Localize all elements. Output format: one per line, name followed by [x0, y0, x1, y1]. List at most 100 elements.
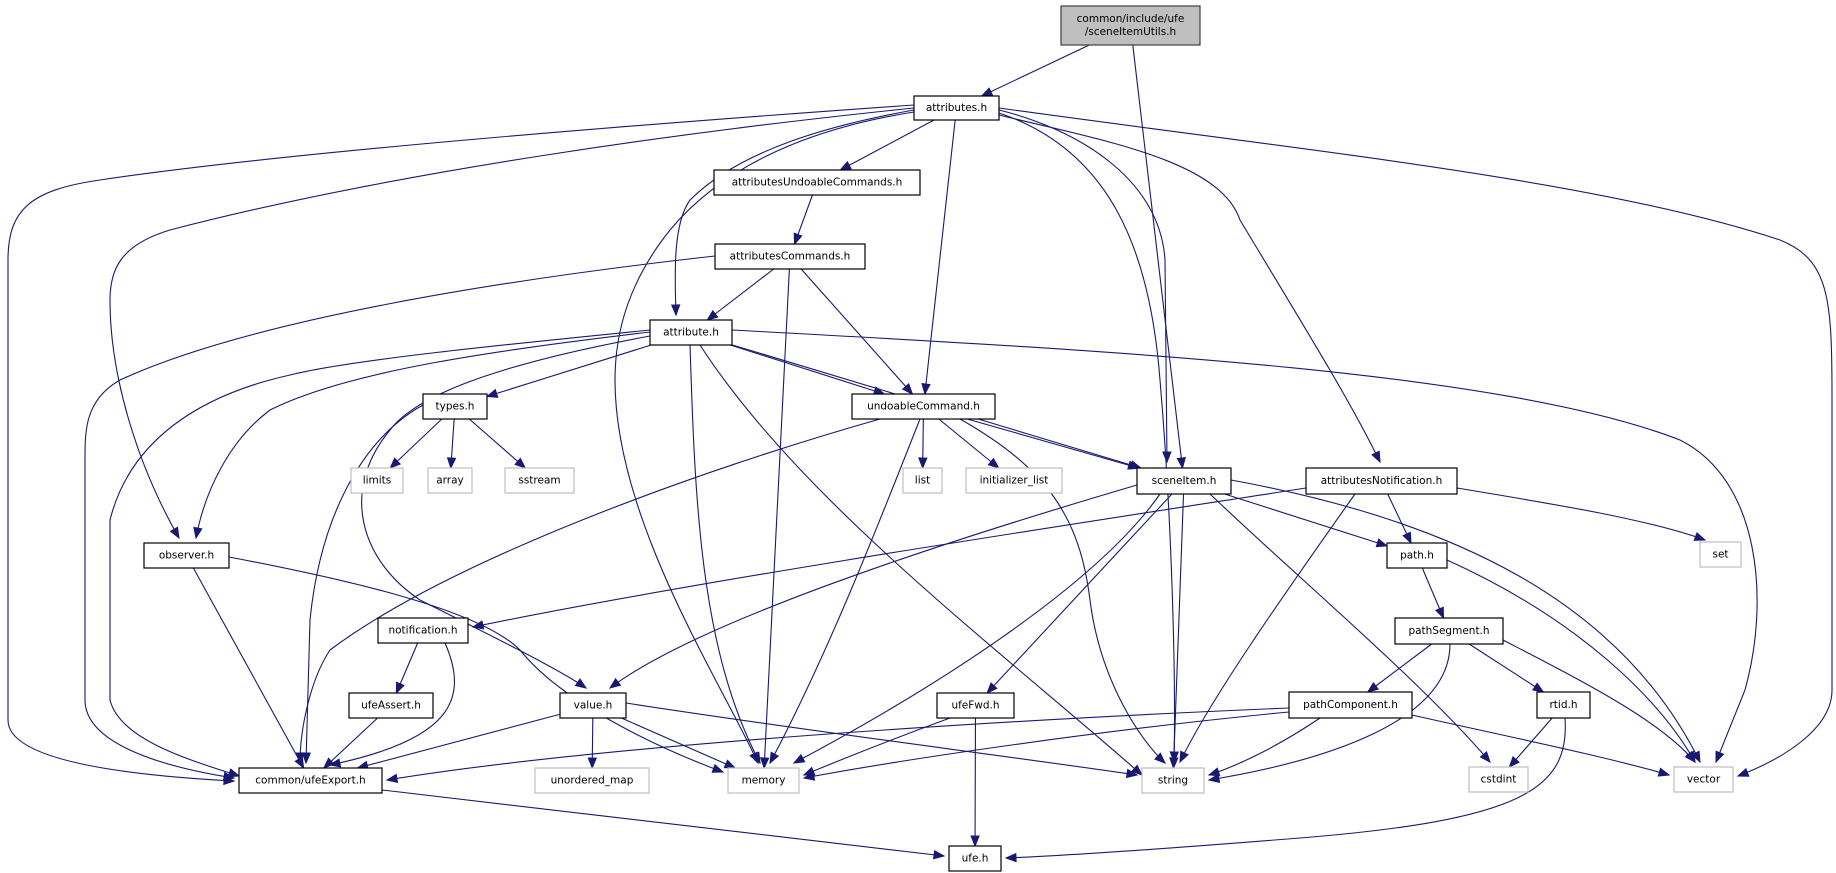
edge-observer-to-memory-line: [228, 556, 724, 773]
node-rtid[interactable]: rtid.h: [1536, 691, 1591, 719]
node-label: path.h: [1400, 550, 1434, 562]
node-box[interactable]: [1060, 5, 1201, 46]
edge-types-to-limits-line: [389, 418, 443, 469]
edge-attributesNotification-to-set-arrowhead: [1693, 531, 1707, 541]
node-box[interactable]: [1394, 617, 1504, 645]
node-box[interactable]: [143, 542, 230, 569]
node-box[interactable]: [559, 692, 627, 719]
node-cstdint: cstdint: [1468, 766, 1529, 793]
node-box[interactable]: [1305, 467, 1458, 495]
node-sceneItem[interactable]: sceneItem.h: [1136, 467, 1232, 495]
node-attributesCommands[interactable]: attributesCommands.h: [714, 243, 866, 270]
edge-pathComponent-to-ufeExport: [385, 707, 1290, 783]
edge-value-to-memory-arrowhead: [723, 759, 737, 769]
edge-value-to-unordered_map: [587, 717, 598, 770]
node-types[interactable]: types.h: [422, 393, 488, 420]
edge-attribute-to-string: [699, 344, 1144, 776]
node-pathComponent[interactable]: pathComponent.h: [1288, 691, 1413, 719]
edge-attribute-to-vector: [731, 329, 1758, 764]
node-vector: vector: [1673, 766, 1734, 793]
edge-undoableCommand-to-sceneItem-arrowhead: [1127, 460, 1140, 470]
node-box[interactable]: [1136, 467, 1232, 495]
edge-observer-to-memory-arrowhead: [711, 763, 725, 773]
edge-attribute-to-memory: [689, 344, 761, 765]
edge-attributesNotification-to-path-arrowhead: [1402, 531, 1412, 545]
node-label: attribute.h: [663, 327, 719, 339]
node-box[interactable]: [348, 692, 434, 719]
edge-sceneItem-to-string-arrowhead: [1169, 757, 1179, 770]
edge-attribute-to-types: [485, 344, 652, 398]
edge-undoableCommand-to-sceneItem-line: [967, 418, 1139, 469]
edge-sceneItem-to-ufeFwd: [986, 493, 1173, 694]
edge-sceneItem-to-path-arrowhead: [1375, 538, 1389, 548]
edge-sceneItem-to-memory: [792, 493, 1161, 764]
node-label: array: [436, 475, 464, 487]
edge-notification-to-ufeAssert: [395, 642, 419, 695]
edge-attribute-to-value-line: [361, 335, 651, 689]
node-attributes[interactable]: attributes.h: [913, 95, 1000, 121]
edge-attribute-to-string-arrowhead: [1130, 764, 1144, 776]
node-box[interactable]: [422, 393, 488, 420]
node-attributesNotification[interactable]: attributesNotification.h: [1305, 467, 1458, 495]
node-box[interactable]: [1536, 691, 1591, 719]
node-attribute[interactable]: attribute.h: [649, 319, 733, 346]
edge-attributes-to-attribute-arrowhead: [670, 304, 681, 317]
edge-pathSegment-to-string: [1207, 643, 1451, 783]
node-box[interactable]: [948, 845, 1002, 872]
node-ufeExport[interactable]: common/ufeExport.h: [238, 767, 383, 794]
node-ufeFwd[interactable]: ufeFwd.h: [936, 692, 1015, 719]
node-observer[interactable]: observer.h: [143, 542, 230, 569]
edge-attributesCommands-to-undoableCommand: [800, 268, 914, 396]
edge-pathSegment-to-pathComponent-arrowhead: [1366, 681, 1380, 693]
node-box[interactable]: [377, 617, 469, 644]
node-box[interactable]: [1386, 542, 1448, 569]
node-box[interactable]: [714, 243, 866, 270]
node-label: memory: [742, 775, 786, 787]
node-notification[interactable]: notification.h: [377, 617, 469, 644]
edge-attribute-to-types-line: [486, 344, 652, 397]
edge-types-to-ufeExport-line: [305, 404, 424, 764]
edge-sceneItemUtils-to-sceneItem-line: [1132, 44, 1184, 469]
node-sceneItemUtils[interactable]: common/include/ufe/sceneItemUtils.h: [1060, 5, 1201, 46]
edge-attributes-to-attributesUndoableCommands-arrowhead: [839, 160, 852, 171]
node-box[interactable]: [1288, 691, 1413, 719]
edge-value-to-string-arrowhead: [1125, 768, 1139, 779]
node-label: observer.h: [159, 550, 214, 562]
edge-sceneItem-to-value: [608, 484, 1138, 689]
node-ufeAssert[interactable]: ufeAssert.h: [348, 692, 434, 719]
edge-types-to-limits-arrowhead: [389, 457, 402, 469]
node-box[interactable]: [649, 319, 733, 346]
edge-undoableCommand-to-ufeExport-line: [299, 418, 881, 764]
edge-attributes-to-attribute: [670, 109, 915, 317]
edge-attributesNotification-to-string-arrowhead: [1179, 750, 1189, 764]
edge-attributes-to-attribute-line: [674, 109, 915, 316]
edge-attribute-to-string-line: [699, 344, 1143, 776]
edge-undoableCommand-to-initializer_list-line: [938, 418, 1000, 469]
edge-pathSegment-to-pathComponent: [1366, 643, 1433, 693]
edge-rtid-to-ufe-arrowhead: [1004, 852, 1017, 863]
edge-pathComponent-to-vector: [1411, 714, 1671, 777]
node-undoableCommand[interactable]: undoableCommand.h: [851, 393, 996, 420]
node-box: [504, 467, 575, 494]
edge-sceneItem-to-path-line: [1224, 493, 1388, 547]
node-ufe[interactable]: ufe.h: [948, 845, 1002, 872]
node-box: [1468, 766, 1529, 793]
node-attributesUndoableCommands[interactable]: attributesUndoableCommands.h: [713, 169, 921, 196]
node-pathSegment[interactable]: pathSegment.h: [1394, 617, 1504, 645]
node-box[interactable]: [851, 393, 996, 420]
edge-sceneItem-to-value-line: [609, 484, 1138, 689]
edge-attributes-to-observer-arrowhead: [169, 526, 180, 540]
edge-types-to-array-arrowhead: [446, 457, 457, 470]
node-path[interactable]: path.h: [1386, 542, 1448, 569]
edge-value-to-memory-line: [621, 717, 736, 769]
node-box: [1141, 767, 1205, 794]
node-box[interactable]: [238, 767, 383, 794]
edge-rtid-to-ufe-line: [1005, 717, 1566, 859]
edge-attribute-to-undoableCommand: [730, 344, 886, 396]
edge-attributes-to-observer-line: [109, 107, 915, 539]
node-box[interactable]: [913, 95, 1000, 121]
node-box: [965, 467, 1063, 494]
node-value[interactable]: value.h: [559, 692, 627, 719]
node-box[interactable]: [713, 169, 921, 196]
node-box[interactable]: [936, 692, 1015, 719]
